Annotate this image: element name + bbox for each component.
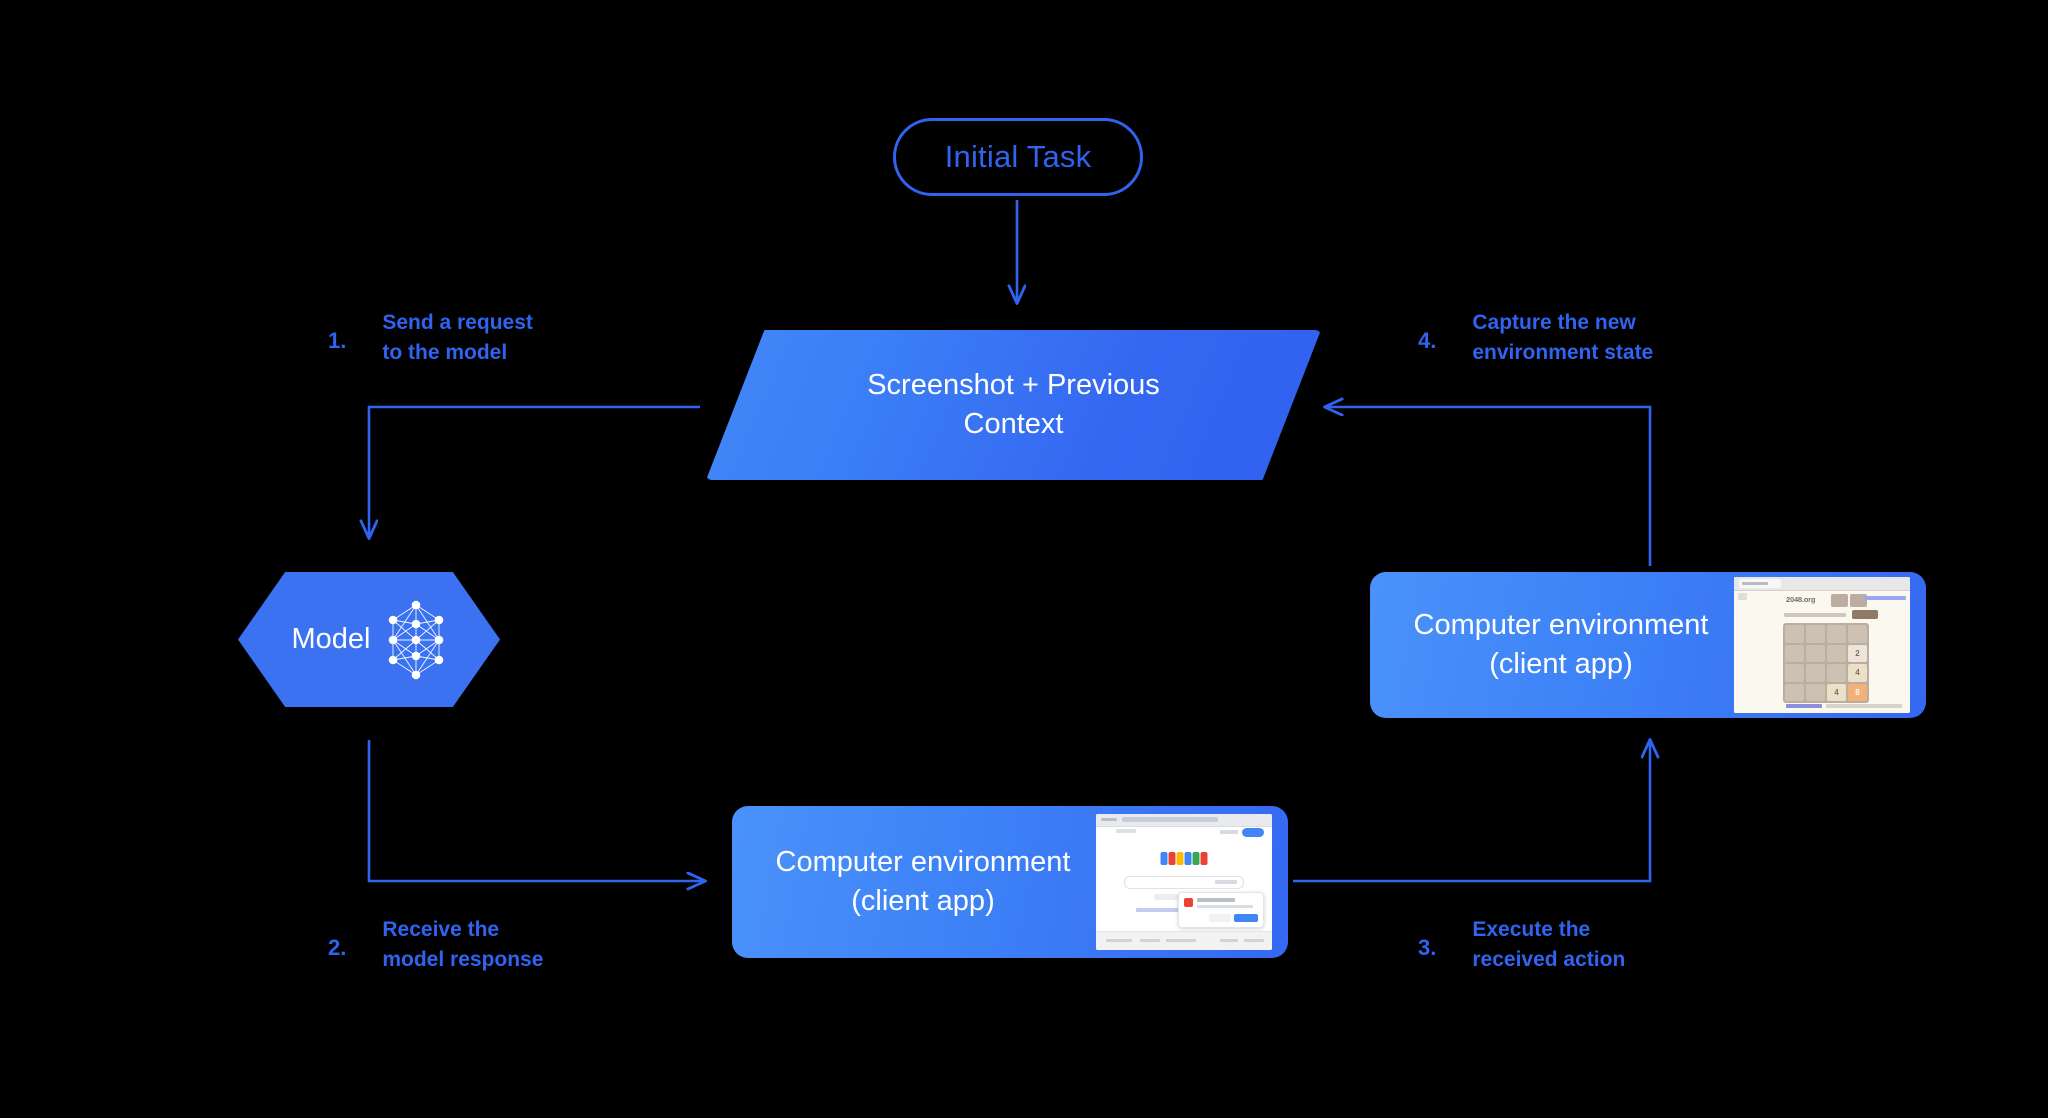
initial-task-node[interactable]: Initial Task — [893, 118, 1143, 196]
tile — [1785, 683, 1804, 701]
sign-in-button[interactable] — [1242, 828, 1264, 837]
step-label-1: 1. Send a request to the model — [328, 308, 533, 369]
step-3-text: Execute the received action — [1472, 918, 1626, 972]
page-footer — [1096, 931, 1272, 950]
step-3-number: 3. — [1418, 935, 1437, 960]
computer-environment-bottom[interactable]: Computer environment (client app) — [732, 806, 1288, 958]
tile — [1785, 644, 1804, 662]
address-bar[interactable] — [1122, 817, 1218, 822]
dialog-body — [1197, 905, 1253, 908]
model-node-label: Model — [291, 623, 371, 655]
tile-4: 4 — [1848, 664, 1867, 682]
tile-2: 2 — [1848, 644, 1867, 662]
tile — [1848, 625, 1867, 643]
env-bottom-line1: Computer environment — [775, 846, 1071, 879]
new-game-button[interactable] — [1852, 610, 1878, 619]
env-bottom-line2: (client app) — [851, 885, 995, 917]
context-node-text: Screenshot + Previous Context — [706, 330, 1321, 480]
tile — [1806, 625, 1825, 643]
tile — [1785, 625, 1804, 643]
dialog-icon — [1184, 898, 1193, 907]
step-4-number: 4. — [1418, 328, 1437, 353]
step-2-text: Receive the model response — [382, 918, 544, 972]
tile-8: 8 — [1848, 683, 1867, 701]
tile-4: 4 — [1827, 683, 1846, 701]
env-bottom-label: Computer environment (client app) — [732, 843, 1096, 920]
env-right-line1: Computer environment — [1413, 609, 1709, 642]
tile — [1806, 664, 1825, 682]
arrow-step-3-env-to-env — [1293, 740, 1650, 883]
tile — [1806, 644, 1825, 662]
initial-task-label: Initial Task — [944, 139, 1092, 174]
search-input[interactable] — [1124, 876, 1244, 889]
model-node[interactable]: Model — [238, 572, 500, 707]
step-label-3: 3. Execute the received action — [1418, 915, 1625, 976]
dialog-primary-button[interactable] — [1234, 914, 1258, 922]
context-node-line1: Screenshot + Previous — [867, 369, 1160, 402]
step-2-number: 2. — [328, 935, 347, 960]
arrow-step-1-context-to-model — [369, 405, 700, 538]
game-title-2048: 2048.org — [1786, 595, 1816, 604]
context-node-line2: Context — [963, 408, 1064, 440]
dialog-secondary-button[interactable] — [1209, 914, 1231, 922]
game-board[interactable]: 2 4 4 8 — [1783, 623, 1869, 703]
thumbnail-google-search[interactable] — [1096, 814, 1272, 950]
tile — [1827, 644, 1846, 662]
dialog-title — [1197, 898, 1235, 902]
google-logo-icon — [1160, 852, 1208, 865]
env-right-label: Computer environment (client app) — [1370, 606, 1734, 683]
footer-link — [1786, 704, 1822, 708]
bookmark-bar — [1116, 829, 1136, 833]
footer-text — [1826, 704, 1902, 708]
tile — [1827, 664, 1846, 682]
computer-environment-right[interactable]: Computer environment (client app) 2048.o… — [1370, 572, 1926, 718]
env-right-line2: (client app) — [1489, 648, 1633, 680]
step-1-number: 1. — [328, 328, 347, 353]
google-search-button[interactable] — [1154, 894, 1180, 900]
tile — [1785, 664, 1804, 682]
context-node[interactable]: Screenshot + Previous Context — [706, 330, 1321, 480]
browser-tab — [1739, 579, 1781, 588]
tile — [1827, 625, 1846, 643]
game-subtitle — [1784, 613, 1846, 617]
nav-buttons — [1101, 818, 1117, 821]
browser-tab-bar — [1734, 577, 1910, 591]
context-node-shape — [706, 330, 1321, 480]
header-links — [1864, 596, 1906, 600]
best-score-box — [1850, 594, 1867, 607]
step-label-4: 4. Capture the new environment state — [1418, 308, 1653, 369]
tile — [1806, 683, 1825, 701]
thumbnail-2048-game[interactable]: 2048.org 2 4 — [1734, 577, 1910, 713]
consent-dialog[interactable] — [1178, 892, 1264, 928]
header-links — [1220, 830, 1238, 834]
browser-toolbar — [1096, 814, 1272, 827]
browser-address-icon — [1738, 593, 1747, 600]
step-1-text: Send a request to the model — [382, 311, 533, 365]
arrow-step-4-env-to-context — [1325, 407, 1652, 566]
model-node-shape — [238, 572, 500, 707]
step-label-2: 2. Receive the model response — [328, 915, 543, 976]
step-4-text: Capture the new environment state — [1472, 311, 1654, 365]
arrow-step-2-model-to-env — [367, 740, 705, 881]
neural-network-icon — [388, 600, 443, 679]
score-box — [1831, 594, 1848, 607]
